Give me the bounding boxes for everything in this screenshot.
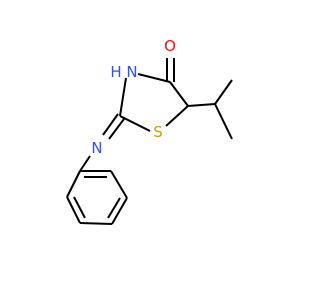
bond-ph2-ph3 bbox=[66, 196, 81, 224]
atom-label-sulfur: S bbox=[153, 123, 163, 141]
bond-ipr-me1 bbox=[214, 79, 233, 105]
bond-s-c5 bbox=[165, 105, 189, 127]
bond-n3-c2 bbox=[119, 77, 127, 117]
bond-c5-ipr bbox=[187, 103, 216, 107]
molecule-structure: O H N S N bbox=[66, 37, 233, 225]
atom-label-nh: H N bbox=[110, 63, 137, 81]
bond-ph5-ph6 bbox=[110, 170, 128, 199]
bond-n-phenyl bbox=[79, 155, 91, 172]
atom-label-oxygen: O bbox=[164, 37, 176, 55]
atom-label-imine-nitrogen: N bbox=[91, 139, 102, 157]
bond-ph-inner-b bbox=[107, 197, 121, 219]
bond-c2-n-double-a bbox=[102, 113, 119, 136]
atom-labels: O H N S N bbox=[91, 37, 176, 157]
bond-ph-inner-a bbox=[73, 196, 86, 219]
bond-ph4-ph5 bbox=[111, 197, 128, 225]
bonds bbox=[66, 58, 233, 225]
bond-c2-s bbox=[119, 115, 151, 132]
bond-ph1-ph2 bbox=[66, 170, 81, 198]
bond-ph3-ph4 bbox=[79, 222, 113, 225]
bond-ipr-me2 bbox=[214, 103, 233, 140]
bond-c5-c4 bbox=[169, 81, 189, 107]
bond-c2-n-double-b bbox=[108, 118, 125, 140]
bond-c4-n3 bbox=[137, 73, 171, 83]
